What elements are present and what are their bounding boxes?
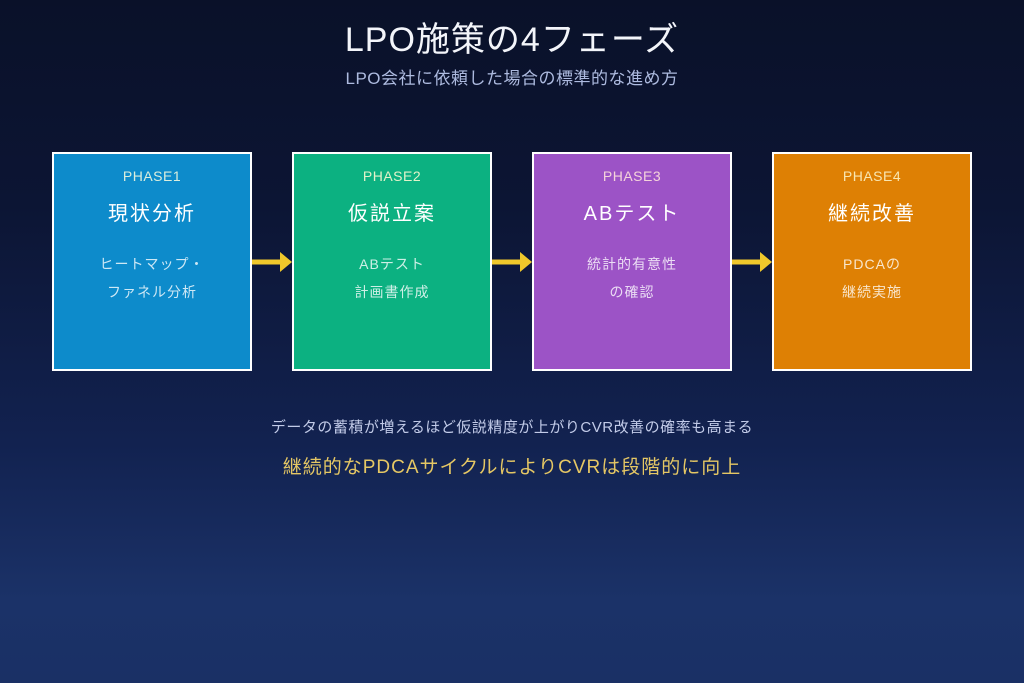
header: LPO施策の4フェーズ LPO会社に依頼した場合の標準的な進め方 [0, 20, 1024, 90]
flow-arrow [492, 152, 532, 371]
phase-desc: ABテスト 計画書作成 [294, 250, 490, 306]
page-subtitle: LPO会社に依頼した場合の標準的な進め方 [345, 69, 679, 88]
flow-arrow [252, 152, 292, 371]
phase-desc-line: の確認 [609, 284, 655, 300]
phase-box-2: PHASE2 仮説立案 ABテスト 計画書作成 [292, 152, 492, 371]
page-title: LPO施策の4フェーズ [344, 21, 680, 59]
phases-row: PHASE1 現状分析 ヒートマップ・ ファネル分析 PHASE2 仮説立案 A… [0, 152, 1024, 371]
phase-desc-line: ファネル分析 [107, 284, 197, 300]
phase-label: PHASE1 [122, 168, 182, 184]
phase-label: PHASE2 [362, 168, 422, 184]
phase-desc-line: ヒートマップ・ [99, 256, 205, 272]
phase-desc: ヒートマップ・ ファネル分析 [54, 250, 250, 306]
phase-title: 現状分析 [108, 203, 196, 225]
arrow-right-icon [492, 251, 532, 272]
flow-arrow [732, 152, 772, 371]
footer-note: データの蓄積が増えるほど仮説精度が上がりCVR改善の確率も高まる [270, 419, 754, 436]
phase-label: PHASE3 [602, 168, 662, 184]
phase-desc-line: ABテスト [359, 256, 425, 272]
arrow-right-icon [732, 251, 772, 272]
phase-title: ABテスト [583, 203, 681, 225]
phase-box-4: PHASE4 継続改善 PDCAの 継続実施 [772, 152, 972, 371]
phase-desc: PDCAの 継続実施 [774, 250, 970, 306]
phase-desc-line: PDCAの [843, 256, 901, 272]
phase-title: 継続改善 [828, 203, 916, 225]
arrow-right-icon [252, 251, 292, 272]
phase-box-1: PHASE1 現状分析 ヒートマップ・ ファネル分析 [52, 152, 252, 371]
phase-label: PHASE4 [842, 168, 902, 184]
phase-desc: 統計的有意性 の確認 [534, 250, 730, 306]
phase-desc-line: 継続実施 [842, 284, 902, 300]
phase-box-3: PHASE3 ABテスト 統計的有意性 の確認 [532, 152, 732, 371]
phase-desc-line: 統計的有意性 [587, 256, 677, 272]
phase-title: 仮説立案 [348, 203, 436, 225]
footer-highlight: 継続的なPDCAサイクルによりCVRは段階的に向上 [282, 457, 742, 478]
phase-desc-line: 計画書作成 [354, 284, 430, 300]
